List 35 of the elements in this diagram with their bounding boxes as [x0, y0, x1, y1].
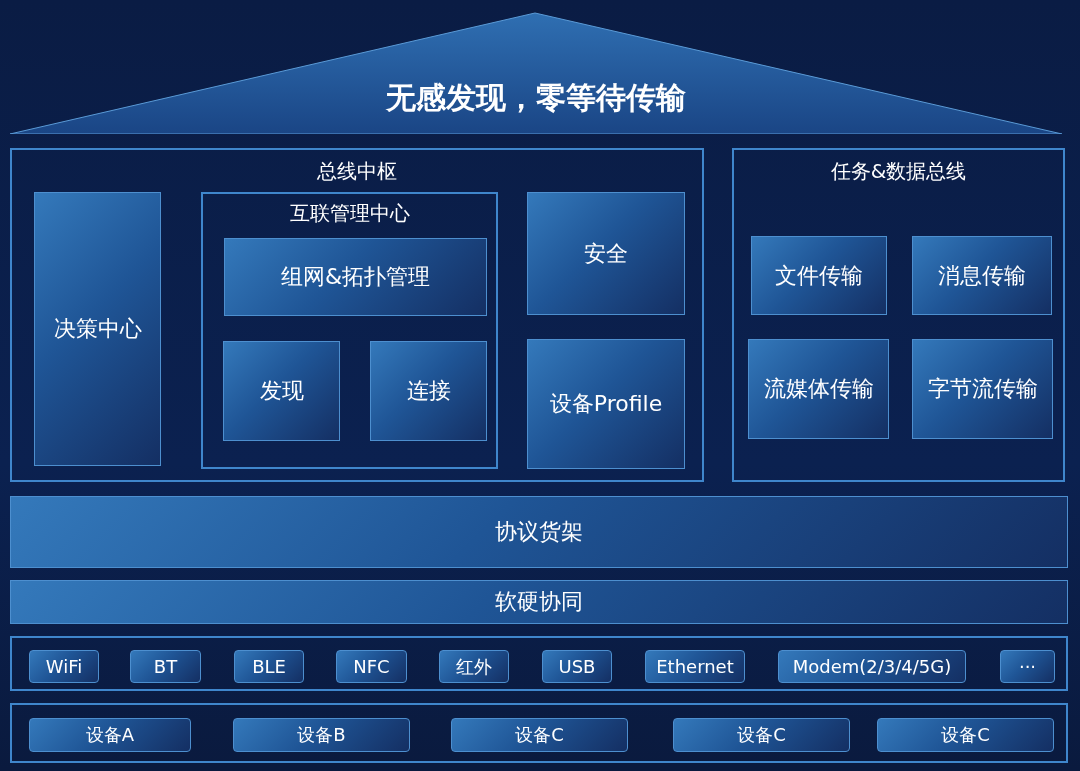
tag-box: 红外: [439, 650, 509, 683]
module-box: 文件传输: [751, 236, 887, 315]
module-box: 流媒体传输: [748, 339, 889, 439]
module-box: 组网&拓扑管理: [224, 238, 487, 316]
module-box: 安全: [527, 192, 685, 315]
tag-box: USB: [542, 650, 612, 683]
banner-title: 无感发现，零等待传输: [385, 79, 687, 117]
panel-title: 总线中枢: [316, 158, 398, 185]
tag-box: BT: [130, 650, 201, 683]
module-box: 决策中心: [34, 192, 161, 466]
panel-title: 任务&数据总线: [829, 158, 968, 185]
layer-band: 软硬协同: [10, 580, 1068, 624]
tag-box: Ethernet: [645, 650, 745, 683]
tag-box: 设备C: [673, 718, 850, 752]
tag-box: WiFi: [29, 650, 99, 683]
tag-box: 设备C: [451, 718, 628, 752]
module-box: 字节流传输: [912, 339, 1053, 439]
module-box: 消息传输: [912, 236, 1052, 315]
tag-box: Modem(2/3/4/5G): [778, 650, 966, 683]
tag-box: NFC: [336, 650, 407, 683]
group-panel: [10, 148, 704, 482]
outline-panel: [10, 636, 1068, 691]
outline-panel: [10, 703, 1068, 763]
tag-box: 设备B: [233, 718, 410, 752]
group-panel: [732, 148, 1065, 482]
tag-box: 设备C: [877, 718, 1054, 752]
module-box: 设备Profile: [527, 339, 685, 469]
tag-box: BLE: [234, 650, 304, 683]
panel-title: 互联管理中心: [288, 200, 411, 227]
module-box: 连接: [370, 341, 487, 441]
module-box: 发现: [223, 341, 340, 441]
layer-band: 协议货架: [10, 496, 1068, 568]
tag-box: ···: [1000, 650, 1055, 683]
tag-box: 设备A: [29, 718, 191, 752]
group-panel: [201, 192, 498, 469]
